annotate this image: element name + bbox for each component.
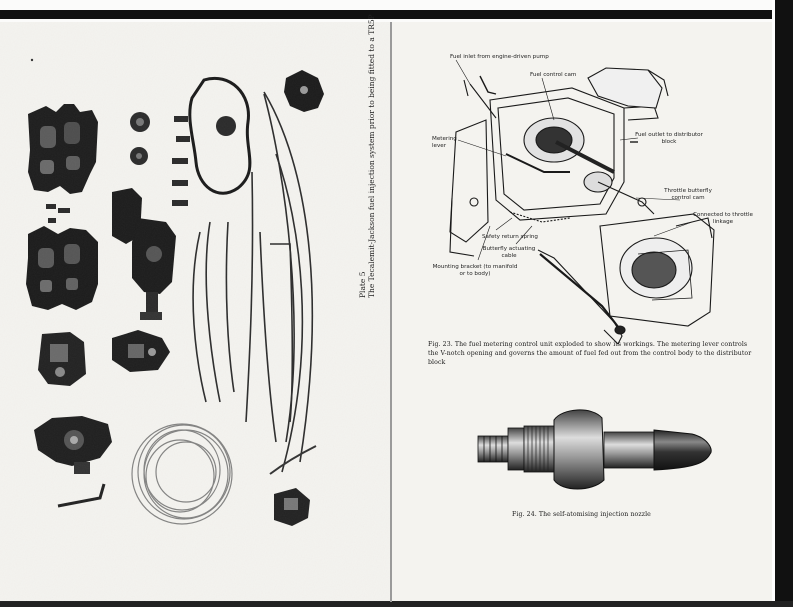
fig-24-caption: Fig. 24. The self-atomising injection no… xyxy=(512,511,651,518)
fig-23-caption: Fig. 23. The fuel metering control unit … xyxy=(428,340,764,367)
label-metering-lever: Metering lever xyxy=(432,136,457,149)
label-safety-spring: Safety return spring xyxy=(482,234,538,240)
label-fuel-control-cam: Fuel control cam xyxy=(530,72,577,78)
page-right-edge xyxy=(772,0,775,607)
label-fuel-inlet: Fuel inlet from engine-driven pump xyxy=(450,54,549,60)
label-butterfly-cable: Butterfly actuating cable xyxy=(482,246,536,259)
fig-23-caption-line-1: Fig. 23. The fuel metering control unit … xyxy=(428,341,748,348)
fig-23-caption-line-2: the V-notch opening and governs the amou… xyxy=(428,350,752,366)
left-page: Plate 5 The Tecalemit-Jackson fuel injec… xyxy=(0,14,390,602)
scan-border-right xyxy=(775,0,793,607)
label-connected-linkage: Connected to throttle linkage xyxy=(692,212,753,225)
label-fuel-outlet: Fuel outlet to distributor block xyxy=(635,132,703,145)
right-page: Fuel inlet from engine-driven pump Fuel … xyxy=(392,22,772,602)
injection-nozzle xyxy=(477,409,712,490)
plate-number: Plate 5 xyxy=(358,271,367,298)
label-mounting-bracket: Mounting bracket (to manifold or to body… xyxy=(432,264,518,277)
fig-24-nozzle-drawing xyxy=(477,409,712,490)
book-gutter xyxy=(390,22,392,602)
control-body-housing xyxy=(489,87,625,221)
plate-title: The Tecalemit-Jackson fuel injection sys… xyxy=(367,14,376,298)
scan-border-bottom xyxy=(0,601,793,607)
fig-23-exploded-drawing xyxy=(449,59,715,345)
binding-shadow-top xyxy=(0,10,775,19)
plate-5-photograph xyxy=(0,22,390,602)
label-throttle-cam: Throttle butterfly control cam xyxy=(664,188,712,201)
